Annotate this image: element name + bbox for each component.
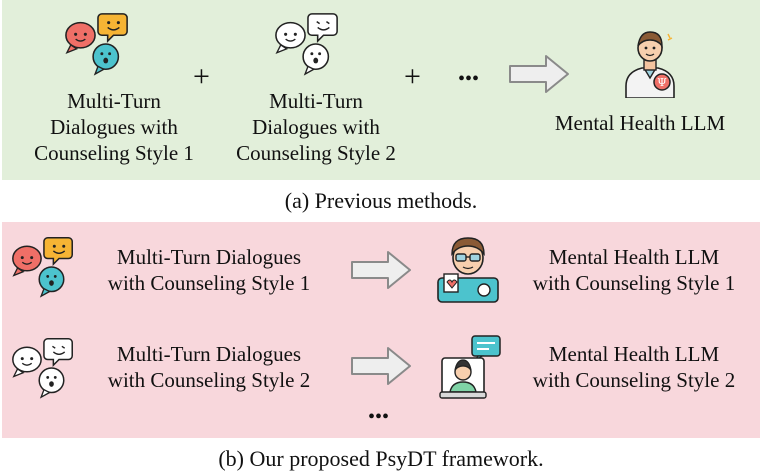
plus-symbol-1: +	[193, 60, 210, 93]
plus-symbol-2: +	[404, 60, 421, 93]
panel-psydt-framework	[2, 222, 760, 438]
input-dialogues-style-2: Multi-Turn Dialogues with Counseling Sty…	[236, 89, 396, 165]
row2-output-llm: Mental Health LLM with Counseling Style …	[532, 342, 736, 392]
ellipsis: •••	[458, 68, 480, 90]
outline-speech-bubbles-icon	[272, 10, 342, 78]
right-arrow-icon	[508, 54, 570, 94]
psychologist-icon: Ψ	[625, 31, 675, 98]
right-arrow-icon	[350, 346, 412, 386]
colored-speech-bubbles-icon	[62, 10, 132, 78]
colored-speech-bubbles-icon	[10, 234, 76, 300]
counselor-with-glasses-icon	[437, 237, 499, 303]
ellipsis: •••	[368, 406, 390, 428]
svg-text:Ψ: Ψ	[657, 76, 667, 89]
input-dialogues-style-1: Multi-Turn Dialogues with Counseling Sty…	[34, 89, 194, 165]
output-mental-health-llm: Mental Health LLM	[554, 111, 726, 135]
row1-output-llm: Mental Health LLM with Counseling Style …	[532, 245, 736, 295]
outline-speech-bubbles-icon	[10, 335, 76, 401]
row2-input-dialogues: Multi-Turn Dialogues with Counseling Sty…	[107, 342, 311, 392]
caption-b: (b) Our proposed PsyDT framework.	[218, 446, 544, 471]
row1-input-dialogues: Multi-Turn Dialogues with Counseling Sty…	[107, 245, 311, 295]
caption-a: (a) Previous methods.	[284, 188, 478, 213]
online-counselor-icon	[439, 335, 501, 399]
right-arrow-icon	[350, 250, 412, 290]
